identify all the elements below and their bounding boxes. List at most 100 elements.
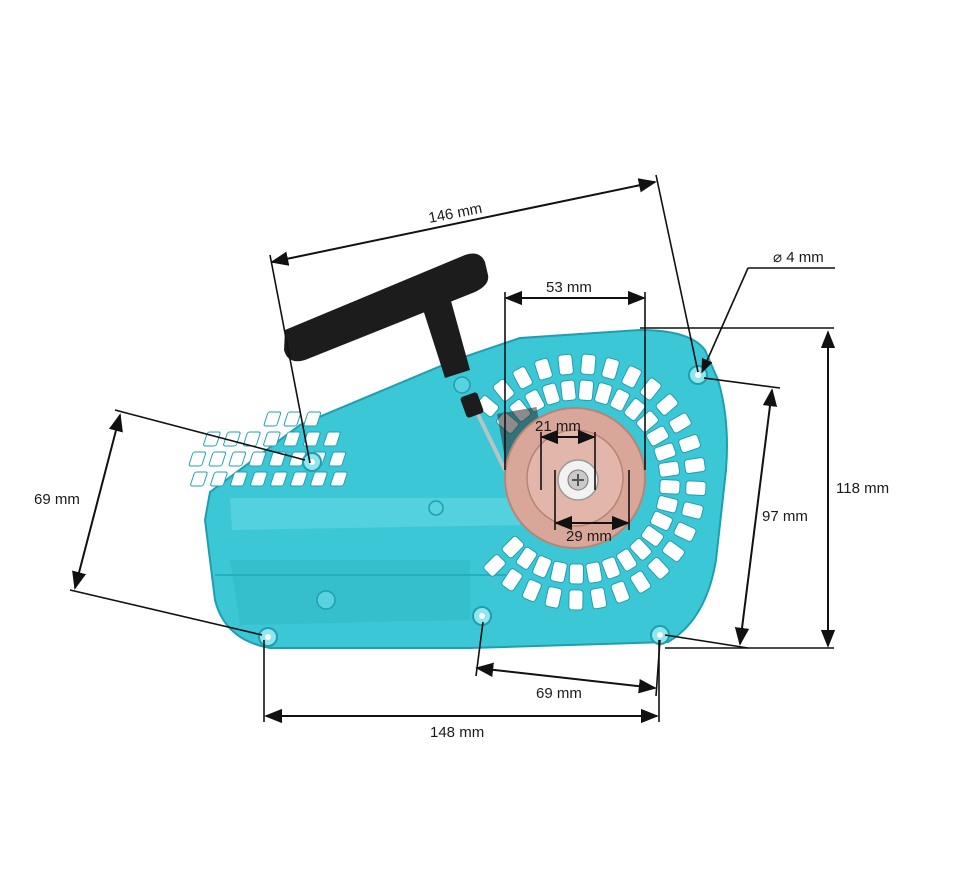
radial-vent-slot [541, 382, 561, 406]
radial-vent-slot [594, 382, 613, 405]
vent-slot [263, 431, 281, 447]
radial-vent-slot [609, 388, 631, 412]
mounting-hole-icon [265, 634, 271, 640]
vent-slots [188, 411, 348, 487]
t-grip-handle-icon [284, 253, 489, 418]
radial-vent-slot [532, 555, 552, 579]
radial-vent-slot [501, 535, 525, 559]
radial-vent-slot [655, 393, 679, 416]
radial-vent-slot [512, 366, 533, 390]
housing-rib [230, 498, 520, 530]
radial-vent-slot [560, 379, 577, 402]
radial-vent-slot [629, 570, 652, 594]
cord-clip [460, 392, 484, 418]
radial-vent-slot [661, 540, 685, 563]
radial-vent-slot [557, 353, 574, 376]
radial-vent-slot [534, 357, 553, 381]
radial-vent-slot [621, 365, 642, 389]
label-bottom-spacing: 69 mm [536, 685, 582, 702]
radial-vent-slot [550, 560, 568, 584]
vent-slot [330, 471, 348, 487]
mounting-hole-icon [695, 372, 701, 378]
label-bottom-width: 148 mm [430, 724, 484, 741]
label-pulley-outer: 53 mm [546, 279, 592, 296]
vent-slot [328, 451, 347, 467]
label-right-total-height: 118 mm [836, 480, 889, 497]
radial-vent-slot [483, 554, 506, 577]
handle-stem [420, 290, 470, 378]
radial-vent-slot [601, 556, 621, 580]
radial-vent-slot [658, 460, 681, 478]
vent-slot [283, 411, 302, 427]
vent-slot [248, 451, 267, 467]
radial-vent-slot [580, 353, 597, 376]
radial-vent-slot [647, 556, 670, 580]
boss [453, 376, 471, 394]
radial-vent-slot [629, 537, 652, 561]
radial-vent-slot [577, 379, 595, 402]
radial-vent-slot [653, 442, 677, 462]
vent-slot [263, 411, 282, 427]
radial-vent-slot [610, 580, 631, 604]
radial-vent-slot [568, 563, 585, 585]
radial-vent-slot [492, 378, 515, 402]
radial-vent-slot [601, 357, 620, 380]
vent-slot [203, 431, 221, 447]
radial-vent-slot [683, 457, 706, 475]
label-hub-inner: 21 mm [535, 418, 581, 435]
label-right-inner-height: 97 mm [762, 508, 808, 525]
radial-vent-slot [589, 587, 608, 610]
vent-slot [190, 471, 208, 487]
radial-vent-slot [659, 478, 681, 495]
vent-slot [270, 471, 288, 487]
vent-slot [228, 451, 247, 467]
radial-vent-slot [681, 501, 704, 520]
radial-vent-slot [524, 389, 546, 413]
vent-slot [188, 451, 207, 467]
label-left-height: 69 mm [34, 491, 80, 508]
vent-slot [210, 471, 228, 487]
radial-vent-slot [668, 412, 692, 434]
vent-slot [268, 451, 287, 467]
dimension-lines [69, 174, 836, 724]
vent-slot [310, 471, 328, 487]
vent-slot [283, 431, 301, 447]
boss [428, 500, 444, 516]
radial-vent-slot [585, 561, 603, 584]
radial-vent-slot [501, 568, 523, 592]
mounting-hole-icon [479, 613, 485, 619]
radial-vent-slot [636, 410, 659, 433]
housing-lower-panel [230, 560, 470, 625]
radial-vent-slot [616, 548, 638, 572]
boss [316, 590, 336, 610]
radial-vent-slot [568, 589, 584, 611]
radial-vent-slot [649, 510, 673, 531]
radial-vent-slot [515, 546, 538, 570]
radial-vent-slot [673, 521, 697, 542]
starter-housing [188, 328, 728, 649]
handle-grip [284, 253, 489, 362]
vent-slot [208, 451, 227, 467]
mounting-hole-icon [657, 632, 663, 638]
vent-slot [303, 411, 322, 427]
radial-vent-slot [544, 586, 563, 609]
radial-vent-slots [476, 353, 707, 611]
radial-vent-slot [656, 495, 679, 514]
rope-pulley-icon [468, 397, 646, 549]
radial-vent-slot [521, 579, 542, 603]
radial-vent-slot [678, 434, 701, 454]
radial-vent-slot [640, 525, 664, 547]
vent-slot [250, 471, 268, 487]
vent-slot [290, 471, 308, 487]
label-hub-outer: 29 mm [566, 528, 612, 545]
phillips-screw-icon [567, 469, 589, 491]
label-hole-diameter: ⌀ 4 mm [773, 249, 824, 266]
vent-slot [230, 471, 248, 487]
mounting-hole-icon [309, 459, 315, 465]
radial-vent-slot [623, 398, 646, 421]
vent-slot [323, 431, 341, 447]
radial-vent-slot [646, 425, 670, 447]
radial-vent-slot [685, 480, 707, 497]
